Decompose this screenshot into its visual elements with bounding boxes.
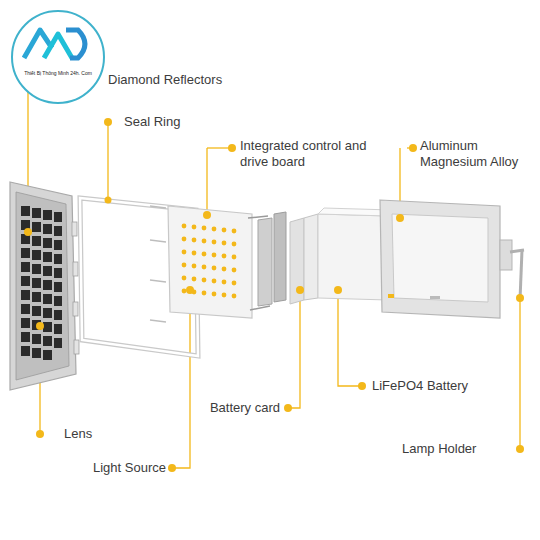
part-label: Seal Ring xyxy=(124,114,224,130)
aluminum-housing xyxy=(380,200,512,318)
lamp-holder-part xyxy=(510,250,524,300)
part-label: Aluminum Magnesium Alloy xyxy=(420,138,538,170)
logo-badge xyxy=(12,11,104,103)
part-label: Light Source xyxy=(78,460,166,476)
control-board xyxy=(168,206,252,318)
leader-line xyxy=(338,290,362,386)
part-label: Integrated control and drive board xyxy=(240,138,372,170)
battery-pack xyxy=(290,208,392,304)
battery-card-part xyxy=(258,212,286,306)
part-label: Diamond Reflectors xyxy=(108,72,248,88)
watermark: Thiết Bị Thông Minh 24h. Com xyxy=(22,70,94,76)
part-label: Lamp Holder xyxy=(402,441,512,457)
lens-panel xyxy=(10,182,79,390)
leader-line xyxy=(107,122,108,200)
part-label: Lens xyxy=(64,426,144,442)
leader-dots xyxy=(24,118,524,472)
leader-line xyxy=(519,298,520,449)
leader-line xyxy=(288,290,300,408)
leader-line xyxy=(206,148,207,215)
part-label: LiFePO4 Battery xyxy=(372,378,502,394)
part-label: Battery card xyxy=(190,400,280,416)
leader-line xyxy=(172,290,190,468)
